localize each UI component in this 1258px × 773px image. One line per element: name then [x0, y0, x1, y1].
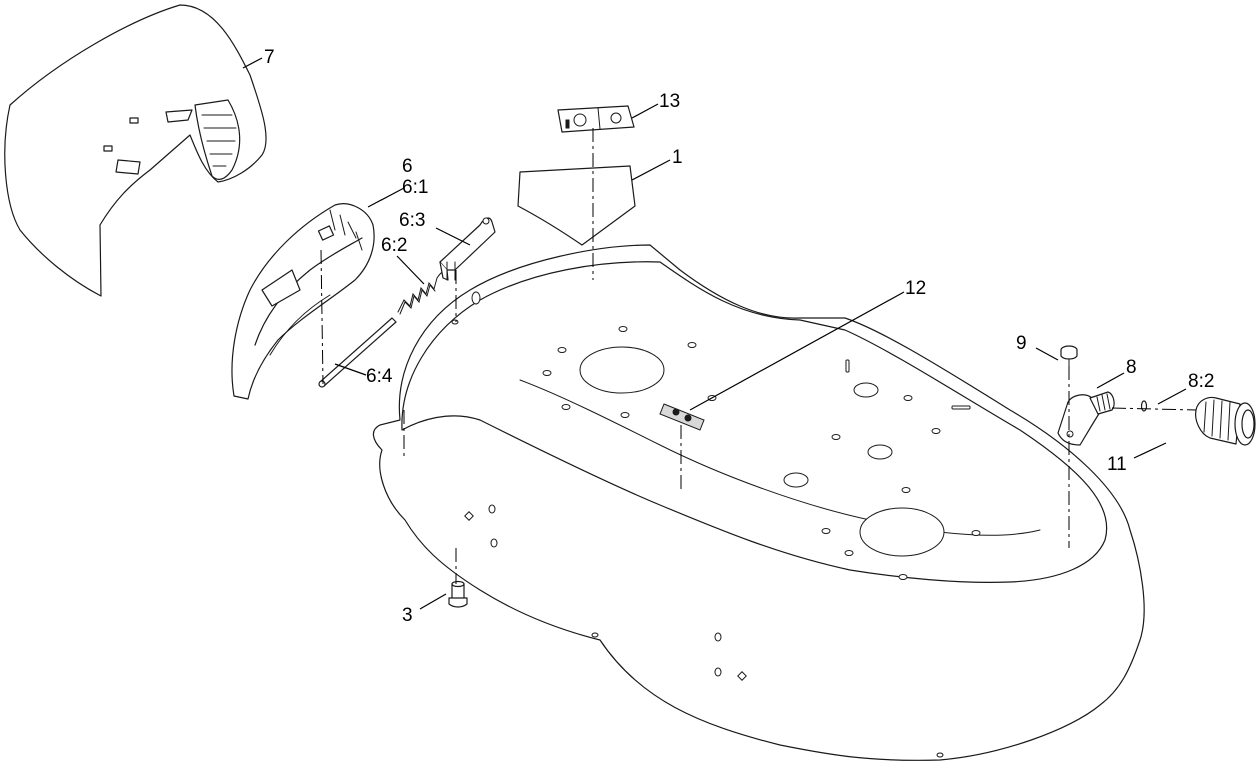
callout-8-2: 8:2	[1188, 371, 1214, 392]
callout-11: 11	[1107, 454, 1127, 475]
callout-labels: 7 6 6:1 6:3 6:2 6:4 13 1 12 9 8 8:2 11 3	[264, 47, 1214, 626]
mower-deck	[372, 244, 1145, 761]
chute-cover	[4, 4, 267, 297]
elbow-fitting	[1057, 391, 1115, 446]
spring	[397, 271, 447, 315]
decal-12	[659, 403, 705, 431]
o-ring	[1140, 400, 1148, 412]
deflector-shield	[231, 203, 375, 400]
bolt-3	[448, 580, 468, 608]
leader-lines	[242, 57, 1187, 610]
bracket	[439, 217, 496, 281]
bolt-9	[1060, 345, 1078, 367]
blade-opening-right	[859, 507, 945, 557]
callout-6-4: 6:4	[366, 366, 393, 387]
callout-12: 12	[905, 278, 926, 299]
decal-13	[557, 105, 635, 133]
callout-1: 1	[672, 147, 683, 168]
decal-1	[517, 165, 636, 246]
callout-6: 6	[402, 156, 413, 177]
callout-8: 8	[1126, 357, 1137, 378]
callout-3: 3	[402, 605, 413, 626]
rod	[318, 317, 397, 388]
callout-13: 13	[659, 91, 680, 112]
callout-6-3: 6:3	[399, 210, 425, 231]
blade-opening-left	[579, 346, 665, 394]
callout-7: 7	[264, 47, 275, 68]
callout-6-2: 6:2	[381, 235, 407, 256]
center-lines	[320, 128, 1197, 584]
hose-connector	[1195, 396, 1256, 446]
callout-6-1: 6:1	[402, 177, 428, 198]
callout-9: 9	[1016, 333, 1027, 354]
